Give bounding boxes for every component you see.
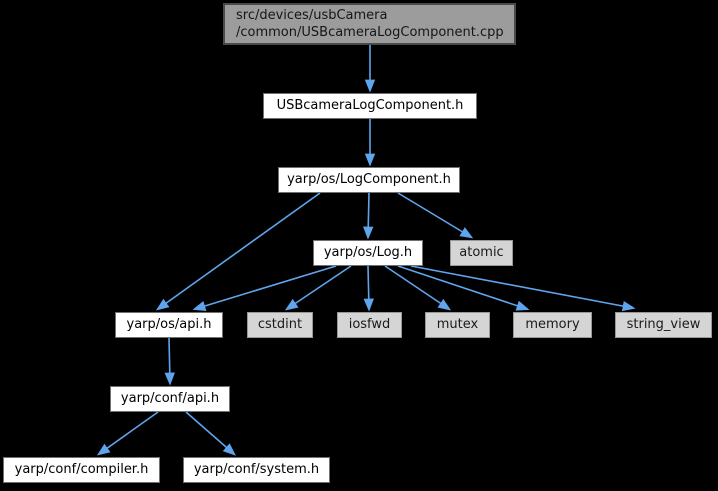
node-atomic: atomic [450, 240, 513, 266]
edge-log-to-memory [397, 265, 530, 311]
node-usbcameralogcomponent-h[interactable]: USBcameraLogComponent.h [263, 93, 477, 119]
edge-log-to-stringview [410, 265, 636, 312]
node-yarp-os-logcomponent-h[interactable]: yarp/os/LogComponent.h [278, 167, 460, 193]
node-yarp-os-api-h[interactable]: yarp/os/api.h [115, 312, 223, 338]
node-yarp-os-log-h[interactable]: yarp/os/Log.h [313, 240, 423, 266]
node-yarp-conf-compiler-h[interactable]: yarp/conf/compiler.h [3, 457, 160, 483]
edge-logcomponent-to-atomic [397, 192, 474, 239]
edge-osapi-to-confapi [164, 337, 175, 386]
node-mutex: mutex [425, 312, 490, 338]
node-yarp-conf-api-h[interactable]: yarp/conf/api.h [110, 386, 230, 412]
node-cstdint: cstdint [247, 312, 313, 338]
edge-confapi-to-compiler [96, 411, 159, 456]
edge-log-to-osapi [192, 265, 337, 311]
node-label-line1: src/devices/usbCamera [236, 8, 388, 23]
edge-logcomponent-to-osapi [155, 192, 321, 311]
edge-log-to-cstdint [284, 265, 352, 311]
node-string-view: string_view [615, 312, 712, 338]
node-yarp-conf-system-h[interactable]: yarp/conf/system.h [183, 457, 330, 483]
node-iosfwd: iosfwd [337, 312, 402, 338]
edge-log-to-mutex [384, 265, 452, 311]
edge-confapi-to-system [185, 411, 236, 456]
node-label-line2: /common/USBcameraLogComponent.cpp [236, 24, 504, 40]
node-memory: memory [513, 312, 592, 338]
node-src-devices-usbcamera-logcomponent-cpp: src/devices/usbCamera /common/USBcameraL… [223, 3, 516, 45]
edge-logcomponent-to-log [363, 192, 374, 240]
edge-log-to-iosfwd [363, 265, 374, 312]
